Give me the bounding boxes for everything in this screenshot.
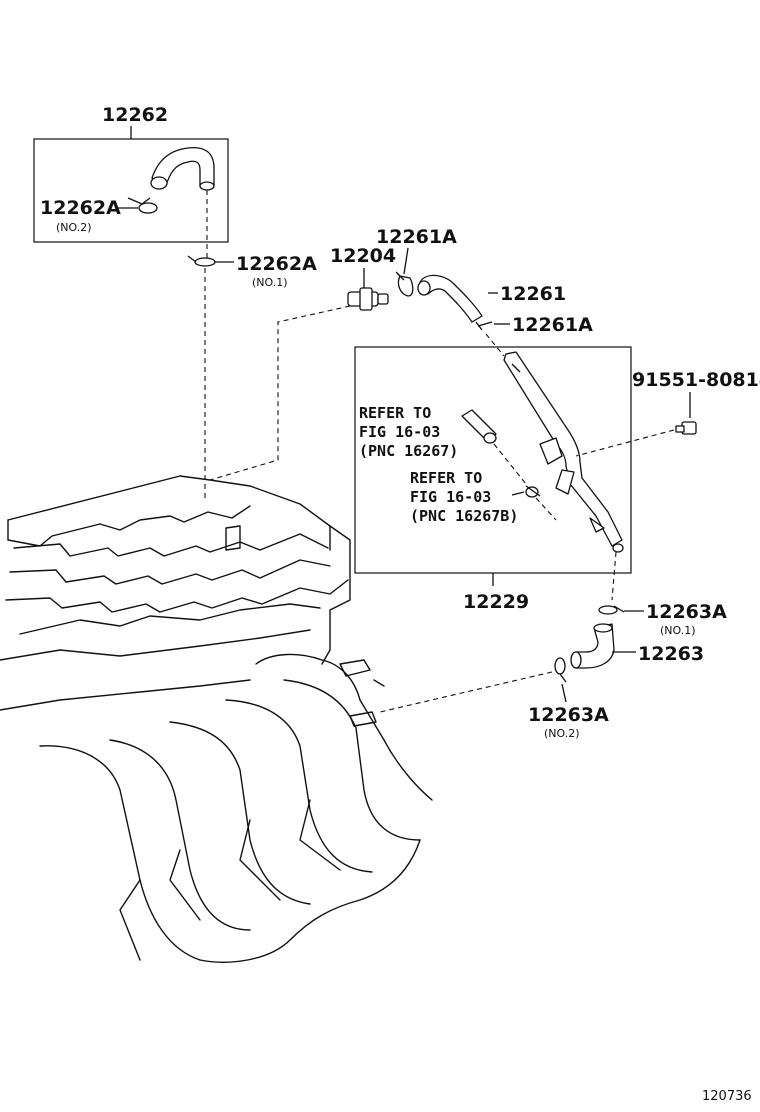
label-12263A-no2: 12263A: [528, 704, 609, 726]
label-12261: 12261: [500, 283, 566, 305]
elbow-hose-icon: [150, 146, 215, 191]
clip-no1-top-icon: [187, 255, 216, 267]
label-12261A-upper: 12261A: [376, 226, 457, 248]
clip-no2-bottom-icon: [554, 657, 567, 683]
inset-box-12229: [354, 346, 632, 574]
clip-no2-icon: [127, 197, 158, 214]
label-12229: 12229: [463, 591, 529, 613]
label-12261A-lower: 12261A: [512, 314, 593, 336]
figure-number: 120736: [702, 1089, 752, 1104]
reference-clip-icon: [525, 485, 541, 498]
pcv-valve-icon: [347, 287, 389, 311]
sublabel-no2-top: (NO.2): [56, 221, 92, 234]
reference-hose-icon: [461, 409, 497, 444]
label-91551-80814: 91551-80814: [632, 369, 760, 391]
hose-clip-lower-icon: [475, 321, 493, 331]
sublabel-no1-bottom: (NO.1): [660, 624, 696, 637]
clip-no1-bottom-icon: [598, 605, 625, 615]
ref1-line2: FIG 16-03: [359, 423, 440, 441]
engine-illustration: [0, 475, 433, 963]
ventilation-pipe-icon: [503, 351, 624, 553]
ventilation-hose-icon: [417, 274, 483, 323]
sublabel-no1-top: (NO.1): [252, 276, 288, 289]
label-12263A-no1: 12263A: [646, 601, 727, 623]
label-12262: 12262: [102, 104, 168, 126]
ref2-line3: (PNC 16267B): [410, 507, 518, 525]
sublabel-no2-bottom: (NO.2): [544, 727, 580, 740]
ref2-line2: FIG 16-03: [410, 488, 491, 506]
label-12262A-no1: 12262A: [236, 253, 317, 275]
hose-clip-upper-icon: [395, 271, 414, 297]
bolt-icon: [675, 421, 697, 435]
ref2-line1: REFER TO: [410, 469, 482, 487]
ref1-line3: (PNC 16267): [359, 442, 458, 460]
label-12263: 12263: [638, 643, 704, 665]
label-12262A-no2: 12262A: [40, 197, 121, 219]
ref1-line1: REFER TO: [359, 404, 431, 422]
label-12204: 12204: [330, 245, 396, 267]
elbow-hose-12263-icon: [570, 623, 615, 669]
